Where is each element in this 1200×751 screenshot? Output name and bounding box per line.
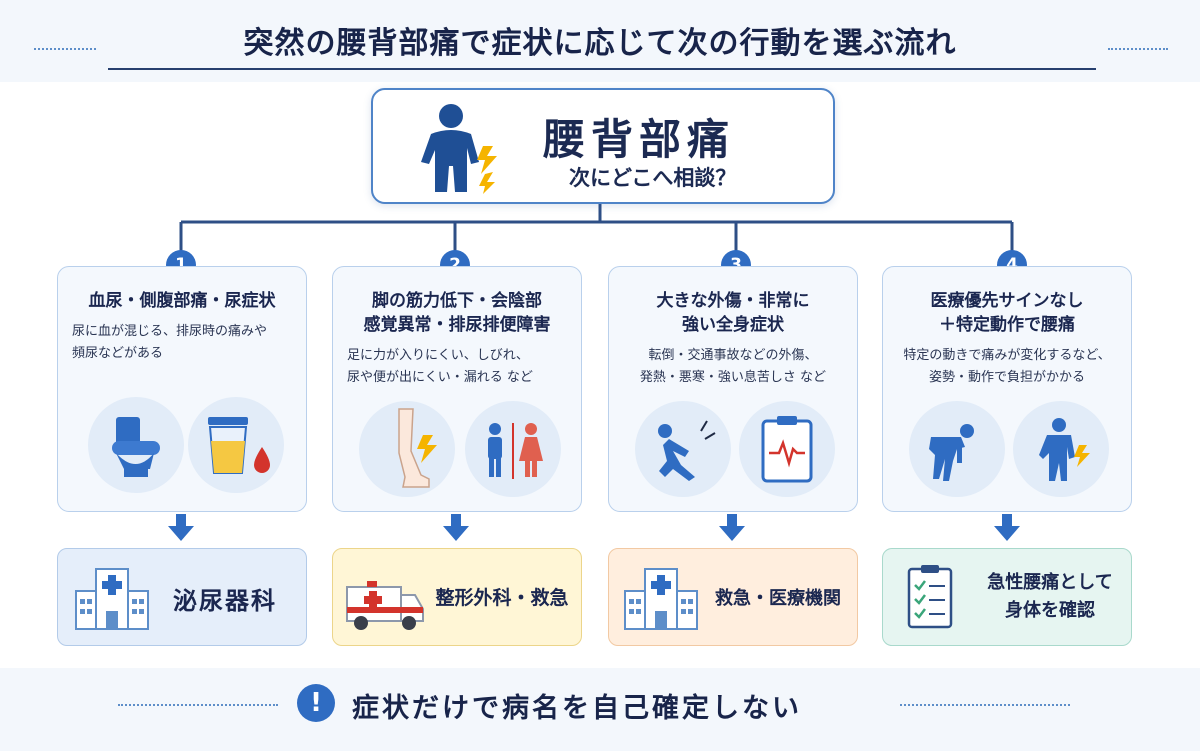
restroom-icon <box>465 401 561 497</box>
card-desc-line: 尿や便が出にくい・漏れる など <box>347 370 533 385</box>
card-title-line: 強い全身症状 <box>682 315 784 335</box>
card-title: 脚の筋力低下・会陰部 感覚異常・排尿排便障害 <box>333 289 581 337</box>
footer-band <box>0 668 1200 751</box>
card-title-line: 医療優先サインなし <box>930 291 1084 311</box>
bending-person-icon <box>909 401 1005 497</box>
title-underline <box>108 68 1096 70</box>
destination-orthopedics-emergency: 整形外科・救急 <box>332 548 582 646</box>
ambulance-icon <box>346 581 424 630</box>
card-desc-line: 足に力が入りにくい、しびれ、 <box>347 348 529 363</box>
card-desc-line: 姿勢・動作で負担がかかる <box>928 370 1085 385</box>
center-card: 腰背部痛 次にどこへ相談？ <box>371 88 835 204</box>
card-title-line: 感覚異常・排尿排便障害 <box>363 315 551 335</box>
card-desc-line: 尿に血が混じる、排尿時の痛みや <box>72 324 268 339</box>
back-pain-person-icon <box>1013 401 1109 497</box>
card-description: 尿に血が混じる、排尿時の痛みや 頻尿などがある <box>72 321 292 365</box>
page-title: 突然の腰背部痛で症状に応じて次の行動を選ぶ流れ <box>243 26 957 61</box>
symptom-card-3: 大きな外傷・非常に 強い全身症状 転倒・交通事故などの外傷、 発熱・悪寒・強い息… <box>608 266 858 512</box>
destination-label: 泌尿器科 <box>173 587 277 615</box>
card-desc-line: 頻尿などがある <box>72 346 164 361</box>
card-description: 特定の動きで痛みが変化するなど、 姿勢・動作で負担がかかる <box>893 345 1121 389</box>
down-arrow-icon <box>168 514 194 541</box>
center-title: 腰背部痛 <box>543 115 736 164</box>
destination-label: 急性腰痛として 身体を確認 <box>975 569 1125 625</box>
destination-urology: 泌尿器科 <box>57 548 307 646</box>
card-desc-line: 転倒・交通事故などの外傷、 <box>648 348 818 363</box>
leg-numbness-icon <box>359 401 455 497</box>
down-arrow-icon <box>994 514 1020 541</box>
card-title-line: ＋特定動作で腰痛 <box>939 315 1075 335</box>
destination-label-line: 身体を確認 <box>1005 600 1095 621</box>
destination-label-line: 急性腰痛として <box>987 572 1113 593</box>
card-desc-line: 発熱・悪寒・強い息苦しさ など <box>639 370 827 385</box>
back-pain-person-icon <box>421 104 497 194</box>
checklist-icon <box>907 565 953 629</box>
footer-warning: 症状だけで病名を自己確定しない <box>352 693 802 724</box>
destination-label: 整形外科・救急 <box>435 587 569 609</box>
destination-check-acute-back-pain: 急性腰痛として 身体を確認 <box>882 548 1132 646</box>
center-subtitle: 次にどこへ相談？ <box>569 166 737 190</box>
header-dots-right <box>1108 48 1168 50</box>
footer-dots-left <box>118 704 278 706</box>
down-arrow-icon <box>443 514 469 541</box>
down-arrow-icon <box>719 514 745 541</box>
card-title: 医療優先サインなし ＋特定動作で腰痛 <box>883 289 1131 337</box>
footer-dots-right <box>900 704 1070 706</box>
card-title-line: 大きな外傷・非常に <box>656 291 810 311</box>
urine-cup-icon <box>188 397 284 493</box>
destination-label: 救急・医療機関 <box>715 588 841 609</box>
hospital-icon <box>75 568 149 630</box>
card-title: 血尿・側腹部痛・尿症状 <box>58 289 306 313</box>
card-title-line: 血尿・側腹部痛・尿症状 <box>88 291 276 311</box>
card-description: 足に力が入りにくい、しびれ、 尿や便が出にくい・漏れる など <box>347 345 567 389</box>
symptom-card-2: 脚の筋力低下・会陰部 感覚異常・排尿排便障害 足に力が入りにくい、しびれ、 尿や… <box>332 266 582 512</box>
destination-emergency-medical: 救急・医療機関 <box>608 548 858 646</box>
header-dots-left <box>34 48 96 50</box>
symptom-card-4: 医療優先サインなし ＋特定動作で腰痛 特定の動きで痛みが変化するなど、 姿勢・動… <box>882 266 1132 512</box>
hospital-icon <box>624 568 698 630</box>
card-description: 転倒・交通事故などの外傷、 発熱・悪寒・強い息苦しさ など <box>619 345 847 389</box>
exclamation-icon: ! <box>297 684 335 722</box>
toilet-icon <box>88 397 184 493</box>
symptom-card-1: 血尿・側腹部痛・尿症状 尿に血が混じる、排尿時の痛みや 頻尿などがある <box>57 266 307 512</box>
falling-person-icon <box>635 401 731 497</box>
card-title-line: 脚の筋力低下・会陰部 <box>372 291 542 311</box>
medical-chart-icon <box>739 401 835 497</box>
card-title: 大きな外傷・非常に 強い全身症状 <box>609 289 857 337</box>
card-desc-line: 特定の動きで痛みが変化するなど、 <box>903 348 1111 363</box>
